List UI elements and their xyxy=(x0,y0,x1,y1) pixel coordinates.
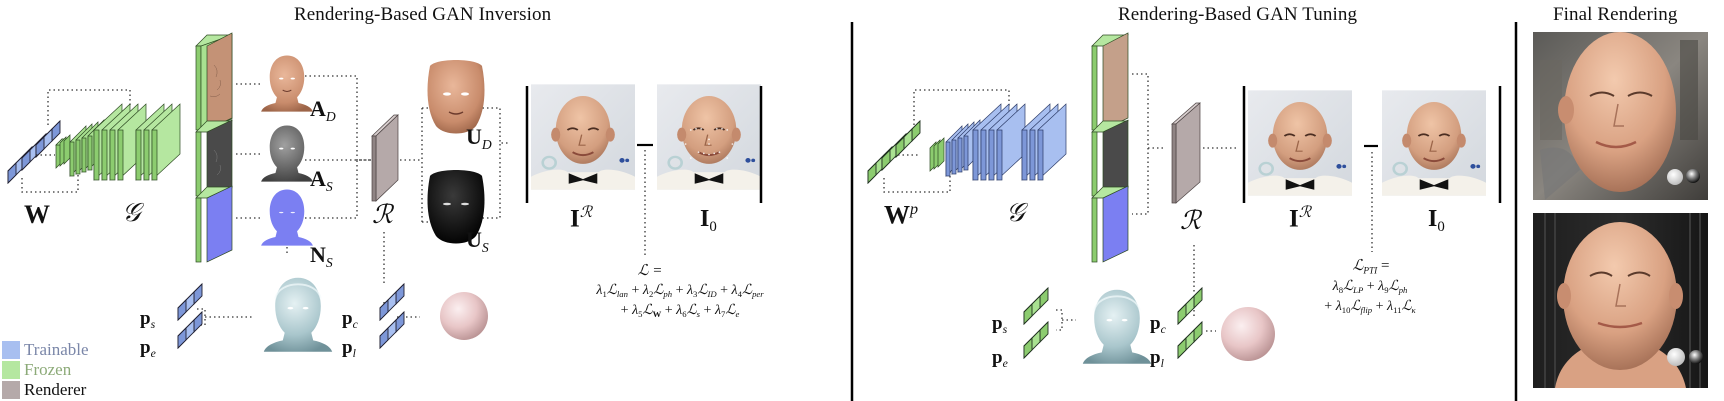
tuning-loss-line1: λ8ℒLP + λ9ℒph xyxy=(1332,279,1408,296)
uv-map-stack-inversion xyxy=(195,32,233,263)
legend-item-frozen: Frozen xyxy=(2,360,89,380)
param-light-cube-tuning xyxy=(1177,321,1203,359)
uv-specular-output xyxy=(427,170,485,244)
uv-diffuse-label: UD xyxy=(466,124,492,152)
param-shape-cube xyxy=(177,283,203,321)
skip-connections xyxy=(21,89,131,193)
albedo-specular-render xyxy=(261,125,313,182)
rendered-image-inversion xyxy=(529,83,637,191)
param-light-cube xyxy=(379,311,405,349)
section-title-tuning: Rendering-Based GAN Tuning xyxy=(1118,4,1358,25)
inversion-section xyxy=(7,32,763,352)
inversion-loss-line1: λ1ℒlan + λ2ℒph + λ3ℒID + λ4ℒper xyxy=(596,283,764,300)
inversion-loss-lhs: ℒ = xyxy=(637,263,663,279)
param-expression-label: pe xyxy=(140,337,156,361)
param-expression-label-tuning: pe xyxy=(992,347,1008,371)
target-image-tuning xyxy=(1380,89,1488,197)
param-shape-label-tuning: ps xyxy=(992,313,1008,337)
legend-swatch-trainable xyxy=(2,341,20,359)
target-image-inversion xyxy=(655,83,763,191)
generator-inversion xyxy=(55,103,181,181)
albedo-diffuse-render xyxy=(261,55,313,112)
final-rendering-section xyxy=(1533,32,1708,388)
uv-map-stack-tuning xyxy=(1091,32,1129,263)
skip-connections-tuning xyxy=(883,89,1010,193)
legend-item-renderer: Renderer xyxy=(2,380,89,400)
param-camera-label-tuning: pc xyxy=(1150,313,1166,337)
albedo-specular-label: AS xyxy=(310,166,333,194)
renderer-inversion xyxy=(371,114,399,202)
normals-render xyxy=(261,189,313,246)
rendered-image-label-tuning: Iℛ xyxy=(1289,204,1312,233)
final-render-bottom xyxy=(1533,213,1708,388)
inversion-loss-line2: + λ5ℒW + λ6ℒs + λ7ℒe xyxy=(620,303,740,320)
renderer-label-tuning: ℛ xyxy=(1180,206,1201,235)
param-light-label-tuning: pl xyxy=(1150,347,1164,371)
target-image-label-tuning: I0 xyxy=(1428,206,1445,236)
target-image-label: I0 xyxy=(700,206,717,236)
lighting-sphere-inversion xyxy=(440,292,488,340)
latent-wp-label: Wp xyxy=(884,200,919,230)
normals-label: NS xyxy=(310,242,333,270)
param-camera-cube-tuning xyxy=(1177,287,1203,325)
section-title-inversion: Rendering-Based GAN Inversion xyxy=(294,4,552,25)
param-expression-cube xyxy=(177,311,203,349)
legend-swatch-frozen xyxy=(2,361,20,379)
generator-tuning xyxy=(929,103,1067,181)
lighting-sphere-tuning xyxy=(1221,307,1275,361)
param-shape-label: ps xyxy=(140,308,156,332)
uv-specular-label: US xyxy=(466,227,489,255)
param-camera-label: pc xyxy=(342,308,358,332)
albedo-diffuse-label: AD xyxy=(310,96,336,124)
tuning-loss-lhs: ℒPTI = xyxy=(1352,258,1390,277)
mesh-head-tuning xyxy=(1082,289,1152,364)
param-light-label: pl xyxy=(342,337,356,361)
rendered-image-label: Iℛ xyxy=(570,204,593,233)
legend-swatch-renderer xyxy=(2,381,20,399)
latent-w-block xyxy=(7,120,61,184)
generator-label: 𝒢 xyxy=(122,198,141,227)
tuning-section xyxy=(867,32,1502,364)
renderer-label: ℛ xyxy=(372,200,393,229)
section-title-final: Final Rendering xyxy=(1553,4,1678,25)
latent-w-label: W xyxy=(24,200,50,229)
param-shape-cube-tuning xyxy=(1023,287,1049,325)
final-render-top xyxy=(1533,32,1708,200)
param-expression-cube-tuning xyxy=(1023,321,1049,359)
renderer-tuning xyxy=(1171,102,1201,204)
tuning-loss-line2: + λ10ℒflip + λ11ℒκ xyxy=(1324,299,1416,316)
tuning-connectors xyxy=(1056,73,1238,332)
latent-wp-block xyxy=(867,120,921,184)
legend: Trainable Frozen Renderer xyxy=(2,340,89,400)
mesh-head-inversion xyxy=(263,277,333,352)
uv-diffuse-output xyxy=(427,60,485,134)
rendered-image-tuning xyxy=(1246,89,1354,197)
legend-item-trainable: Trainable xyxy=(2,340,89,360)
generator-label-tuning: 𝒢 xyxy=(1006,198,1025,227)
